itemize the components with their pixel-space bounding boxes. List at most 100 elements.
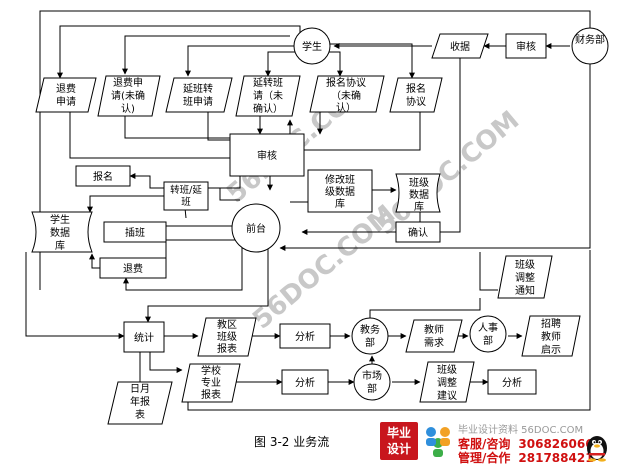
connector — [185, 45, 296, 77]
node-periodic-report: 日月 年报 表 — [107, 381, 173, 425]
node-audit-top: 审核 — [505, 33, 547, 59]
connector — [328, 43, 415, 79]
label-line: 确认） — [253, 102, 283, 115]
node-class-db: 班级 数据 库 — [395, 173, 441, 213]
node-academic-dept: 教务 部 — [351, 317, 389, 355]
watermark-text: 56DOC.COM — [371, 105, 525, 241]
label-line: 日月 — [130, 383, 150, 395]
ad-row-management: 管理/合作 281788421 — [458, 449, 594, 466]
label-line: 班级 — [217, 331, 237, 343]
node-marketing-dept: 市场 部 — [353, 363, 391, 401]
business-flow-diagram: 56DOC.COM 56DOC.COM 56DOC.COM — [25, 10, 609, 425]
connector — [87, 195, 165, 213]
label-line: 报名 — [406, 82, 426, 95]
node-analysis-2: 分析 — [281, 369, 329, 395]
label-line: 市场 — [362, 369, 382, 382]
node-enrollment-unconfirmed: 报名协议 （未确 认） — [309, 75, 385, 114]
figure-caption: 图 3-2 业务流 — [254, 435, 330, 449]
label-line: 班 — [181, 196, 191, 208]
connector — [479, 252, 498, 291]
label-line: 启示 — [541, 343, 561, 356]
connector — [149, 352, 183, 373]
node-modify-class-db: 修改班 级数据 库 — [307, 169, 373, 213]
label-line: 学校 — [201, 364, 221, 377]
label-line: 部 — [365, 336, 375, 349]
label-line: 报表 — [217, 342, 237, 355]
node-district-report: 教区 班级 报表 — [197, 317, 257, 357]
label-line: （未确 — [331, 89, 361, 102]
label: 前台 — [246, 222, 266, 235]
logo-line: 设计 — [386, 442, 411, 456]
connector — [39, 10, 593, 290]
label-line: 教师 — [541, 330, 561, 343]
node-finance-dept: 财务部 — [571, 27, 609, 65]
label-line: 库 — [414, 200, 424, 213]
label-line: 转班/延 — [170, 184, 202, 196]
node-enroll: 报名 — [75, 165, 131, 187]
label: 审核 — [257, 149, 277, 162]
connector — [304, 112, 421, 151]
brand-logo: 毕业 设计 — [380, 422, 418, 460]
node-teacher-demand: 教师 需求 — [405, 319, 463, 353]
node-hr-dept: 人事 部 — [469, 315, 507, 353]
ad-site-text: 毕业设计资料 56DOC.COM — [458, 425, 584, 436]
connector — [129, 173, 241, 189]
label-line: 专业 — [201, 376, 221, 389]
label-line: 班申请 — [183, 95, 213, 108]
penguin-icon — [587, 436, 607, 462]
label: 报名 — [93, 170, 113, 183]
node-extend-transfer-unconfirmed: 延转班 请（未 确认） — [235, 75, 301, 117]
label-line: 部 — [367, 382, 377, 395]
label: 分析 — [295, 376, 315, 389]
connector — [123, 246, 243, 291]
connector — [279, 54, 591, 251]
node-audit-mid: 审核 — [229, 133, 305, 177]
flow-connectors — [25, 10, 593, 411]
ad-number: 306826066 — [518, 437, 594, 451]
label-line: 班级 — [409, 177, 429, 189]
connector — [265, 51, 300, 77]
node-enrollment-agreement: 报名 协议 — [389, 77, 443, 113]
connector — [440, 46, 461, 233]
label-line: 学生 — [50, 213, 70, 226]
node-analysis-3: 分析 — [487, 369, 537, 395]
label-line: 需求 — [424, 337, 444, 349]
label: 分析 — [295, 330, 315, 343]
ad-number: 281788421 — [518, 451, 594, 465]
connector — [145, 246, 269, 323]
label-line: 招聘 — [541, 317, 561, 330]
label-line: 人事 — [478, 321, 498, 334]
label-line: 认） — [336, 101, 356, 114]
node-statistics: 统计 — [123, 321, 165, 353]
label-line: 报名协议 — [326, 76, 366, 89]
node-refund: 退费 — [99, 257, 167, 279]
ad-label: 管理/合作 — [458, 451, 511, 465]
connector — [165, 239, 236, 268]
label-line: 请（未 — [253, 89, 283, 102]
label-line: 调整 — [437, 376, 457, 389]
label-line: 数据 — [50, 226, 70, 239]
label-line: 级数据 — [325, 185, 355, 198]
node-student: 学生 — [293, 27, 331, 65]
node-analysis-1: 分析 — [279, 323, 331, 349]
label-line: 教务 — [360, 323, 380, 336]
connector — [122, 35, 290, 75]
connector — [124, 112, 232, 139]
ad-label: 客服/咨询 — [458, 437, 511, 451]
label-line: 修改班 — [325, 173, 355, 186]
node-refund-unconfirmed: 退费申 请(未确 认) — [97, 75, 161, 117]
label-line: 协议 — [406, 95, 426, 108]
node-school-report: 学校 专业 报表 — [181, 363, 241, 403]
label-line: 延班转 — [183, 82, 213, 95]
node-confirm: 确认 — [395, 221, 441, 243]
label-line: 库 — [55, 239, 65, 252]
label-line: 退费 — [56, 82, 76, 95]
connector — [69, 112, 230, 159]
node-refund-request: 退费 申请 — [35, 77, 97, 113]
label-line: 年报 — [130, 395, 150, 408]
connector — [369, 298, 481, 318]
node-reception: 前台 — [231, 203, 281, 253]
node-transfer-extend: 转班/延 班 — [163, 181, 209, 211]
connector — [165, 225, 234, 232]
